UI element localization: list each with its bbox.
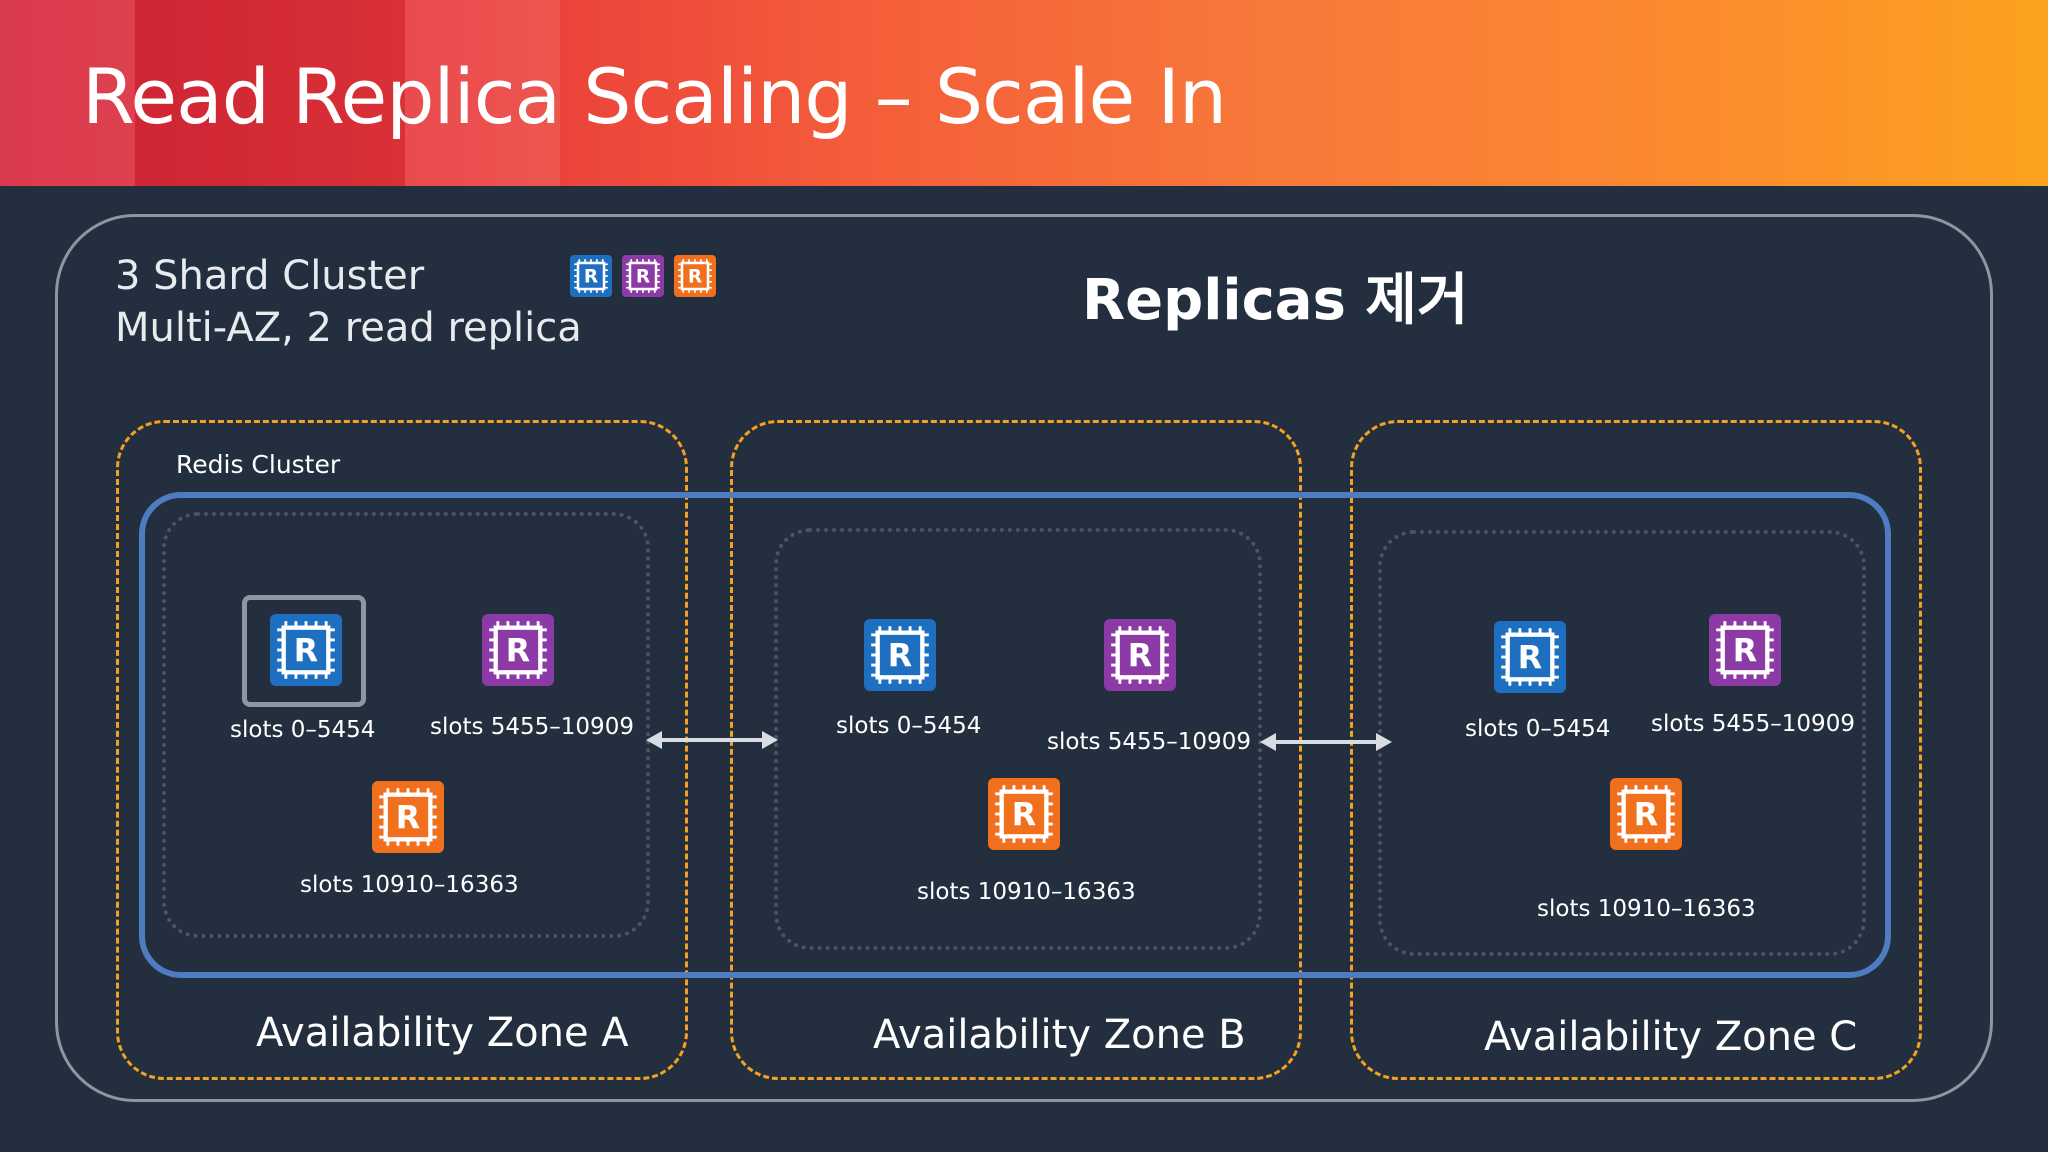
availability-zone-a (116, 420, 688, 1080)
cluster-info: 3 Shard Cluster Multi-AZ, 2 read replica (115, 250, 582, 354)
slot-label: slots 5455–10909 (430, 714, 634, 740)
redis-node-icon-purple: R (622, 255, 664, 297)
node-group-a (162, 512, 650, 938)
replication-arrow-b-c (1260, 733, 1392, 751)
redis-node-icon: R (1709, 614, 1781, 686)
header-band (485, 0, 560, 186)
legend: R R R (570, 255, 716, 297)
zone-b-label: Availability Zone B (873, 1012, 1246, 1058)
slot-label: slots 10910–16363 (917, 879, 1136, 905)
redis-node-icon: R (1104, 619, 1176, 691)
header-band (460, 0, 485, 186)
svg-text:R: R (688, 267, 702, 288)
header-banner: Read Replica Scaling – Scale In (0, 0, 2048, 186)
svg-text:R: R (1634, 798, 1658, 834)
svg-text:R: R (888, 639, 912, 675)
slot-label: slots 0–5454 (836, 713, 982, 739)
replicas-title: Replicas 제거 (1082, 268, 1469, 333)
redis-node-icon-orange: R (674, 255, 716, 297)
svg-text:R: R (506, 634, 530, 670)
svg-text:R: R (1012, 798, 1036, 834)
slot-label: slots 5455–10909 (1047, 729, 1251, 755)
replication-arrow-a-b (646, 731, 778, 749)
svg-text:R: R (584, 267, 598, 288)
svg-text:R: R (1733, 634, 1757, 670)
svg-text:R: R (294, 634, 318, 670)
svg-text:R: R (636, 267, 650, 288)
page-title: Read Replica Scaling – Scale In (82, 52, 1227, 141)
zone-a-label: Availability Zone A (256, 1010, 629, 1056)
redis-node-icon: R (1494, 621, 1566, 693)
slot-label: slots 0–5454 (1465, 716, 1611, 742)
slot-label: slots 0–5454 (230, 717, 376, 743)
header-band (135, 0, 405, 186)
redis-node-icon-blue: R (570, 255, 612, 297)
svg-text:R: R (1128, 639, 1152, 675)
redis-node-icon: R (270, 614, 342, 686)
node-group-c (1378, 530, 1866, 956)
zone-c-label: Availability Zone C (1484, 1014, 1858, 1060)
slot-label: slots 10910–16363 (300, 872, 519, 898)
svg-text:R: R (396, 801, 420, 837)
redis-cluster-box (139, 492, 1891, 978)
slot-label: slots 10910–16363 (1537, 896, 1756, 922)
availability-zone-c (1350, 420, 1922, 1080)
header-band (405, 0, 460, 186)
svg-text:R: R (1518, 641, 1542, 677)
availability-zone-b (730, 420, 1302, 1080)
primary-node-highlight (242, 595, 366, 707)
cluster-info-line1: 3 Shard Cluster (115, 253, 425, 299)
slide-frame (55, 214, 1993, 1102)
redis-node-icon: R (1610, 778, 1682, 850)
header-band (0, 0, 135, 186)
redis-node-icon: R (864, 619, 936, 691)
slot-label: slots 5455–10909 (1651, 711, 1855, 737)
redis-cluster-label: Redis Cluster (176, 450, 341, 479)
redis-node-icon: R (372, 781, 444, 853)
redis-node-icon: R (482, 614, 554, 686)
cluster-info-line2: Multi-AZ, 2 read replica (115, 305, 582, 351)
redis-node-icon: R (988, 778, 1060, 850)
